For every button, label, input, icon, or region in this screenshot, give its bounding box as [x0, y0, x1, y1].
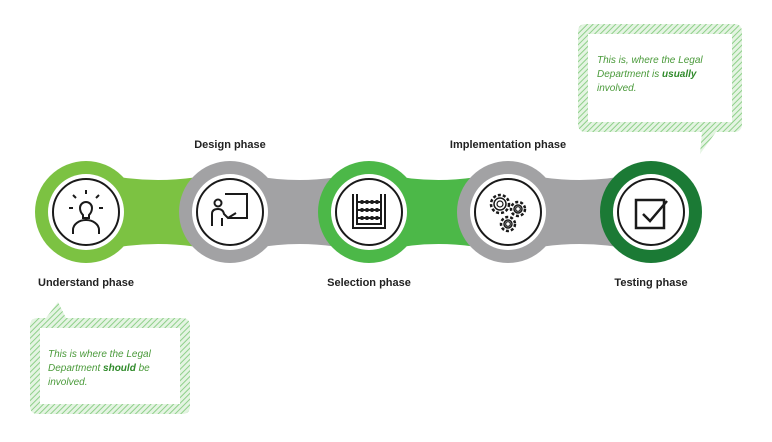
- callout-text: This is where the Legal Department: [48, 349, 151, 374]
- callout-text: involved.: [597, 83, 637, 94]
- phase-node: [318, 161, 420, 263]
- callout-emphasis: usually: [662, 69, 697, 80]
- phase-node: [457, 161, 559, 263]
- phase-label-testing: Testing phase: [614, 277, 688, 289]
- phase-node: [35, 161, 137, 263]
- checkbox-icon: [634, 198, 668, 230]
- phase-label-selection: Selection phase: [327, 277, 411, 289]
- phase-label-understand: Understand phase: [38, 277, 134, 289]
- phase-node: [179, 161, 281, 263]
- callout-text: be involved.: [48, 363, 150, 388]
- callout-should: [30, 302, 190, 414]
- gears-icon: [489, 193, 527, 233]
- phase-label-design: Design phase: [194, 139, 266, 151]
- phase-label-implementation: Implementation phase: [449, 139, 567, 151]
- callout-usually: [578, 24, 742, 154]
- phase-node: [600, 161, 702, 263]
- lightbulb-person-icon: [69, 190, 103, 234]
- abacus-icon: [352, 194, 386, 229]
- presenter-board-icon: [211, 193, 248, 226]
- callout-usually-text: This is, where the Legal Department is u…: [597, 54, 727, 96]
- callout-emphasis: should: [103, 363, 136, 374]
- callout-text: This is, where the Legal Department is: [597, 55, 703, 80]
- callout-should-text: This is where the Legal Department shoul…: [48, 348, 178, 390]
